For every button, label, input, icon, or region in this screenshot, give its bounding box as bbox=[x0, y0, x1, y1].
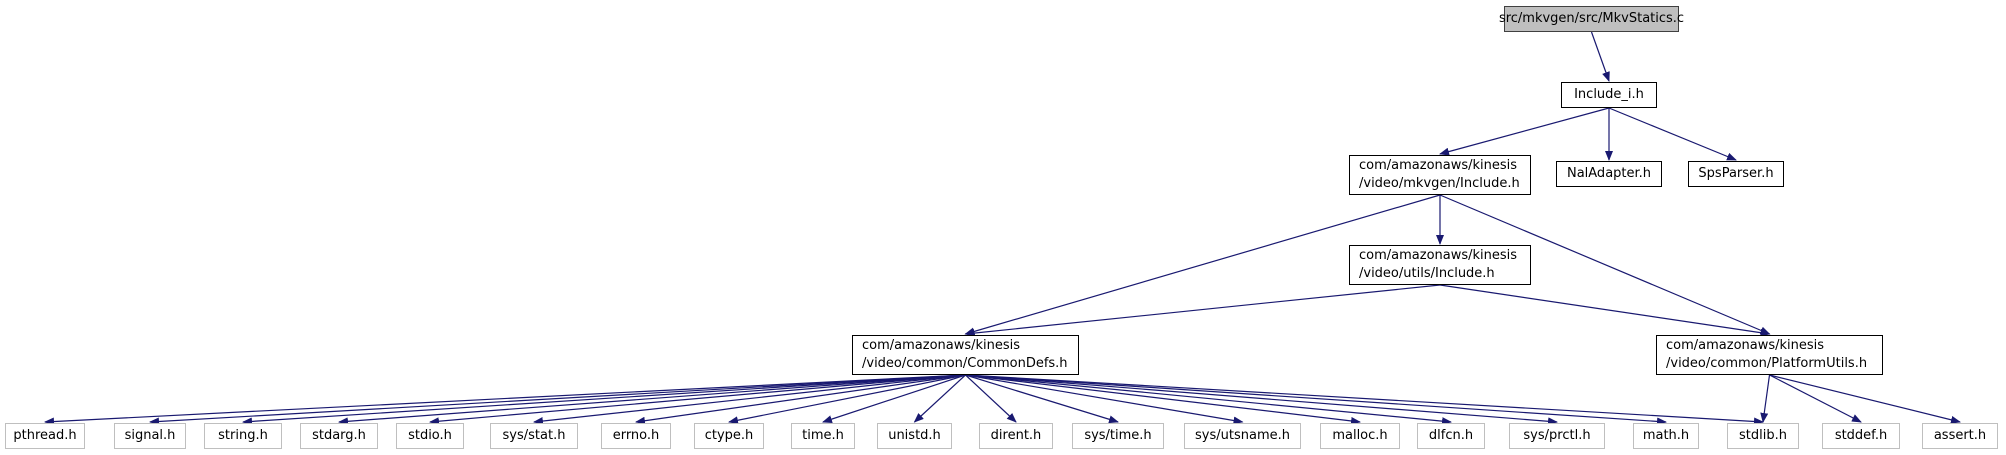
edge-platformutils-to-assert bbox=[1769, 374, 1961, 424]
edge-commondefs-to-errno bbox=[635, 374, 966, 425]
node-include-i[interactable]: Include_i.h bbox=[1561, 82, 1657, 108]
edge-platformutils-to-stdlib bbox=[1760, 374, 1771, 423]
node-platformutils[interactable]: com/amazonaws/kinesis /video/common/Plat… bbox=[1656, 335, 1883, 375]
node-label: stdlib.h bbox=[1739, 428, 1787, 443]
edge-commondefs-to-unistd bbox=[913, 374, 966, 423]
node-label-line2: /video/common/PlatformUtils.h bbox=[1666, 356, 1868, 371]
node-label-line1: com/amazonaws/kinesis bbox=[1666, 338, 1825, 353]
edge-commondefs-to-sys_utsname bbox=[965, 374, 1244, 425]
edge-commondefs-to-sys_time bbox=[965, 374, 1119, 424]
node-label: sys/stat.h bbox=[502, 428, 566, 443]
node-sys-utsname-h[interactable]: sys/utsname.h bbox=[1184, 423, 1301, 449]
node-label: signal.h bbox=[124, 428, 176, 443]
node-sys-time-h[interactable]: sys/time.h bbox=[1072, 423, 1164, 449]
edge-commondefs-to-time bbox=[822, 374, 966, 423]
node-label: malloc.h bbox=[1332, 428, 1388, 443]
node-label-line1: com/amazonaws/kinesis bbox=[1359, 158, 1518, 173]
node-commondefs[interactable]: com/amazonaws/kinesis /video/common/Comm… bbox=[852, 335, 1079, 375]
node-sys-stat-h[interactable]: sys/stat.h bbox=[490, 423, 578, 449]
edge-commondefs-to-pthread bbox=[44, 374, 966, 426]
node-label: stdarg.h bbox=[312, 428, 366, 443]
node-stdarg-h[interactable]: stdarg.h bbox=[300, 423, 378, 449]
node-label: SpsParser.h bbox=[1698, 166, 1774, 181]
node-label: pthread.h bbox=[13, 428, 77, 443]
node-sys-prctl-h[interactable]: sys/prctl.h bbox=[1509, 423, 1605, 449]
edge-commondefs-to-stdlib bbox=[965, 374, 1764, 426]
node-errno-h[interactable]: errno.h bbox=[601, 423, 671, 449]
edge-mkvgen_include-to-commondefs bbox=[964, 194, 1441, 336]
edge-include_i-to-spsparser bbox=[1608, 107, 1737, 161]
node-label: src/mkvgen/src/MkvStatics.c bbox=[1498, 11, 1685, 26]
edge-utils_include-to-platformutils bbox=[1439, 284, 1771, 337]
edge-commondefs-to-dirent bbox=[965, 374, 1017, 423]
edge-layer bbox=[44, 31, 1961, 426]
edge-include_i-to-mkvgen_include bbox=[1439, 107, 1610, 156]
node-pthread-h[interactable]: pthread.h bbox=[5, 423, 85, 449]
node-dirent-h[interactable]: dirent.h bbox=[979, 423, 1053, 449]
edge-utils_include-to-commondefs bbox=[964, 284, 1441, 338]
edge-platformutils-to-stddef bbox=[1769, 374, 1862, 423]
node-label: dirent.h bbox=[990, 428, 1042, 443]
node-label: time.h bbox=[802, 428, 844, 443]
node-time-h[interactable]: time.h bbox=[791, 423, 855, 449]
node-label-line2: /video/mkvgen/Include.h bbox=[1359, 176, 1520, 191]
node-math-h[interactable]: math.h bbox=[1633, 423, 1699, 449]
edge-commondefs-to-sys_stat bbox=[533, 374, 966, 426]
edge-commondefs-to-stdarg bbox=[338, 374, 966, 426]
node-label: unistd.h bbox=[888, 428, 941, 443]
edge-root-to-include_i bbox=[1590, 31, 1610, 82]
node-unistd-h[interactable]: unistd.h bbox=[877, 423, 952, 449]
edge-mkvgen_include-to-platformutils bbox=[1439, 194, 1771, 335]
node-label: ctype.h bbox=[704, 428, 754, 443]
node-stdlib-h[interactable]: stdlib.h bbox=[1727, 423, 1799, 449]
node-label: string.h bbox=[218, 428, 268, 443]
node-root-file[interactable]: src/mkvgen/src/MkvStatics.c bbox=[1499, 6, 1684, 32]
node-label: math.h bbox=[1642, 428, 1690, 443]
edge-commondefs-to-stdio bbox=[429, 374, 966, 426]
node-label: assert.h bbox=[1933, 428, 1987, 443]
node-label: errno.h bbox=[612, 428, 660, 443]
node-label: dlfcn.h bbox=[1428, 428, 1474, 443]
node-label-line1: com/amazonaws/kinesis bbox=[862, 338, 1021, 353]
node-label-line1: com/amazonaws/kinesis bbox=[1359, 248, 1518, 263]
edge-commondefs-to-sys_prctl bbox=[965, 374, 1558, 426]
node-stdio-h[interactable]: stdio.h bbox=[396, 423, 464, 449]
node-mkvgen-include[interactable]: com/amazonaws/kinesis /video/mkvgen/Incl… bbox=[1349, 155, 1531, 195]
node-label: sys/prctl.h bbox=[1523, 428, 1591, 443]
edge-commondefs-to-malloc bbox=[965, 374, 1361, 425]
node-naladapter[interactable]: NalAdapter.h bbox=[1556, 161, 1662, 187]
node-assert-h[interactable]: assert.h bbox=[1922, 423, 1998, 449]
node-label: Include_i.h bbox=[1574, 87, 1644, 102]
node-ctype-h[interactable]: ctype.h bbox=[694, 423, 764, 449]
edge-commondefs-to-string bbox=[242, 374, 966, 426]
node-label: stddef.h bbox=[1834, 428, 1888, 443]
edge-commondefs-to-ctype bbox=[728, 374, 966, 425]
node-stddef-h[interactable]: stddef.h bbox=[1822, 423, 1900, 449]
edge-commondefs-to-dlfcn bbox=[965, 374, 1452, 426]
node-label-line2: /video/common/CommonDefs.h bbox=[862, 356, 1068, 371]
node-label: NalAdapter.h bbox=[1566, 166, 1652, 181]
node-malloc-h[interactable]: malloc.h bbox=[1320, 423, 1400, 449]
node-signal-h[interactable]: signal.h bbox=[114, 423, 186, 449]
node-label: sys/time.h bbox=[1084, 428, 1152, 443]
node-dlfcn-h[interactable]: dlfcn.h bbox=[1417, 423, 1485, 449]
node-label-line2: /video/utils/Include.h bbox=[1359, 266, 1495, 281]
edge-commondefs-to-signal bbox=[149, 374, 966, 426]
node-spsparser[interactable]: SpsParser.h bbox=[1688, 161, 1784, 187]
node-utils-include[interactable]: com/amazonaws/kinesis /video/utils/Inclu… bbox=[1349, 245, 1531, 285]
node-label: stdio.h bbox=[408, 428, 452, 443]
node-string-h[interactable]: string.h bbox=[204, 423, 282, 449]
node-label: sys/utsname.h bbox=[1195, 428, 1290, 443]
edge-commondefs-to-math bbox=[965, 374, 1667, 426]
